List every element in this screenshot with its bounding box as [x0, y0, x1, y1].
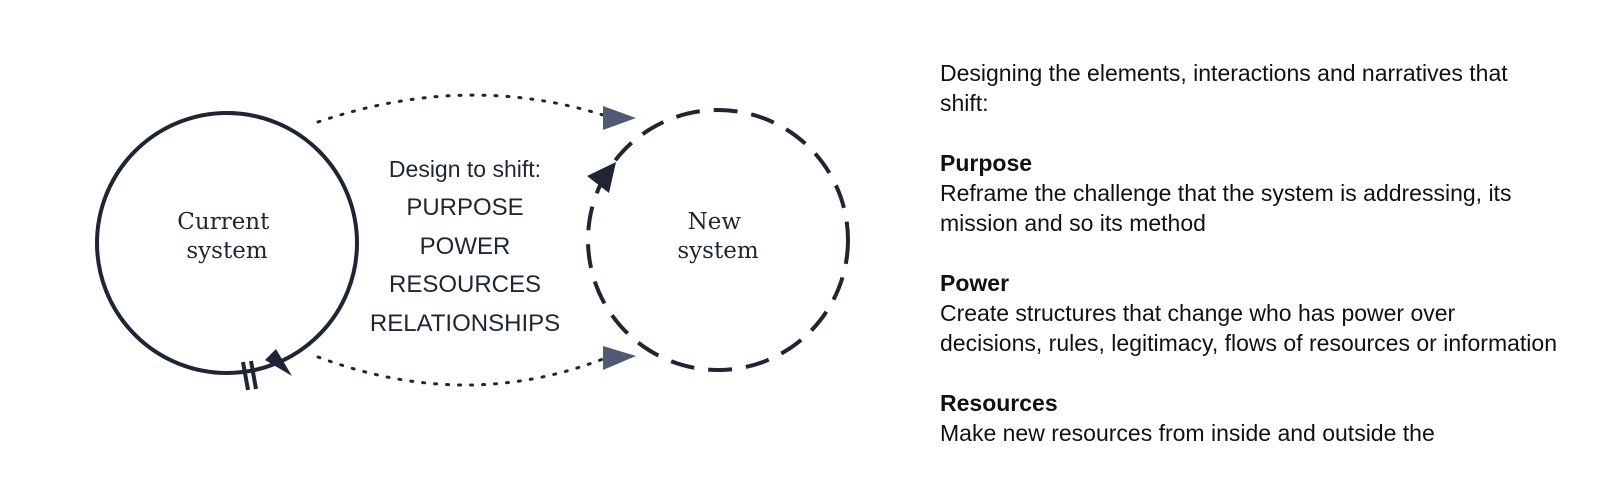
- section-body: Make new resources from inside and outsi…: [940, 420, 1435, 446]
- section-body: Create structures that change who has po…: [940, 300, 1557, 356]
- description-panel: Designing the elements, interactions and…: [940, 58, 1560, 478]
- bottom-arrowhead: [603, 346, 636, 370]
- section-body: Reframe the challenge that the system is…: [940, 180, 1512, 236]
- section-power: Power Create structures that change who …: [940, 268, 1560, 358]
- section-title: Resources: [940, 390, 1058, 416]
- top-transition-arrow: [316, 93, 605, 124]
- section-resources: Resources Make new resources from inside…: [940, 388, 1560, 448]
- current-system-circle: [95, 111, 359, 375]
- section-title: Purpose: [940, 150, 1033, 176]
- loop-tick-mark: [249, 360, 258, 390]
- new-system-label-line: system: [677, 238, 758, 264]
- loop-tick-mark: [241, 361, 250, 391]
- top-arrowhead: [603, 106, 636, 130]
- shift-item-purpose: PURPOSE: [406, 194, 523, 221]
- shift-item-relationships: RELATIONSHIPS: [370, 310, 560, 337]
- shift-item-resources: RESOURCES: [389, 271, 541, 298]
- section-purpose: Purpose Reframe the challenge that the s…: [940, 148, 1560, 238]
- intro-text: Designing the elements, interactions and…: [940, 60, 1508, 116]
- current-system-label-line: system: [186, 238, 267, 264]
- loop-arrowhead: [265, 349, 292, 376]
- new-system-label-line: New: [688, 209, 742, 235]
- new-system-label: New system: [677, 209, 758, 264]
- current-system-label: Current system: [177, 209, 276, 264]
- design-to-shift-title: Design to shift:: [389, 156, 541, 182]
- shift-item-power: POWER: [420, 233, 511, 260]
- new-system-circle: [586, 108, 850, 372]
- new-system-arrowhead: [587, 162, 616, 193]
- section-title: Power: [940, 270, 1010, 296]
- bottom-transition-arrow: [316, 355, 605, 387]
- system-shift-diagram: Current system New system Design to shif…: [95, 93, 850, 391]
- current-system-label-line: Current: [177, 209, 270, 235]
